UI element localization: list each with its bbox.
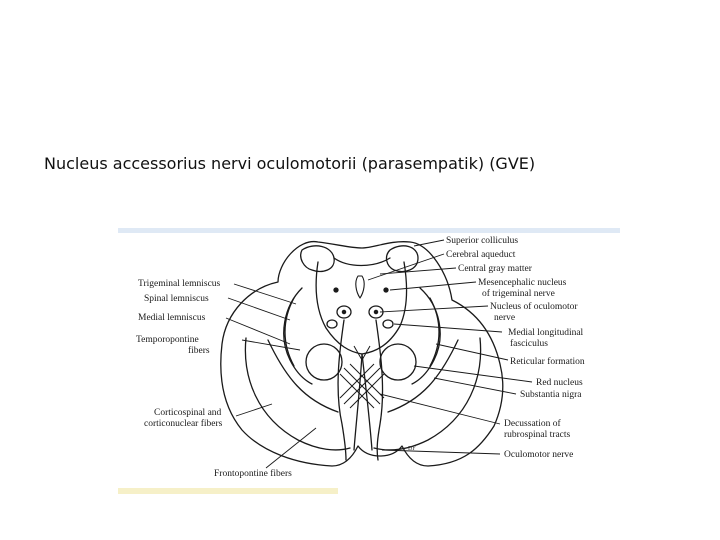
oculomotor-fibers-right [375,319,384,461]
label-mesencephalic-nucleus-2: of trigeminal nerve [482,288,555,299]
label-trigeminal-lemniscus: Trigeminal lemniscus [138,279,221,289]
illustrator-credit: DF [408,446,416,452]
label-temporopontine: Temporopontine [136,335,199,345]
colliculus-midline [333,257,391,267]
label-mlf: Medial longitudinal [508,328,584,338]
mlf-left [326,319,338,329]
red-nucleus-right [379,343,417,381]
label-frontopontine: Frontopontine fibers [214,468,292,479]
top-edge-tint [118,228,620,233]
label-spinal-lemniscus: Spinal lemniscus [144,294,209,304]
mesencephalic-nucleus-left [333,287,339,293]
label-oculomotor-nerve: Oculomotor nerve [504,450,573,460]
lemniscus-right [411,287,441,385]
rubrospinal-decussation [339,345,385,409]
substantia-nigra-right [387,339,459,413]
midbrain-diagram: Superior colliculus Cerebral aqueduct Ce… [118,228,620,494]
bottom-edge-tint [118,488,338,494]
label-decussation: Decussation of [504,418,562,429]
oculomotor-fibers-left [337,319,347,461]
midline-raphe [353,353,363,451]
label-medial-lemniscus: Medial lemniscus [138,313,206,323]
substantia-nigra-left [267,339,339,413]
crus-cerebri-right [373,337,482,451]
label-reticular-formation: Reticular formation [510,356,585,367]
slide-title: Nucleus accessorius nervi oculomotorii (… [44,154,536,173]
label-substantia-nigra: Substantia nigra [520,390,582,400]
mesencephalic-nucleus-right [383,287,389,293]
label-corticospinal: Corticospinal and [154,408,222,418]
label-cerebral-aqueduct: Cerebral aqueduct [446,250,516,260]
label-oculomotor-nucleus: Nucleus of oculomotor [490,301,578,312]
cerebral-aqueduct [355,275,365,299]
label-central-gray-matter: Central gray matter [458,264,533,274]
label-oculomotor-nucleus-2: nerve [494,313,515,323]
label-mlf-2: fasciculus [510,338,548,349]
crus-cerebri-left [244,337,351,451]
label-decussation-2: rubrospinal tracts [504,430,571,440]
label-corticospinal-2: corticonuclear fibers [144,418,223,429]
right-colliculus [385,245,419,273]
label-temporopontine-2: fibers [188,345,210,356]
leader-lines [225,239,533,469]
midbrain-cross-section-figure: Superior colliculus Cerebral aqueduct Ce… [118,228,620,494]
mlf-right [382,319,394,329]
label-red-nucleus: Red nucleus [536,378,583,388]
left-colliculus [300,245,335,273]
label-superior-colliculus: Superior colliculus [446,236,518,246]
midbrain-outline [220,241,504,467]
label-mesencephalic-nucleus: Mesencephalic nucleus [478,278,567,288]
oculomotor-nucleus-left [336,305,352,319]
red-nucleus-left [305,343,343,381]
